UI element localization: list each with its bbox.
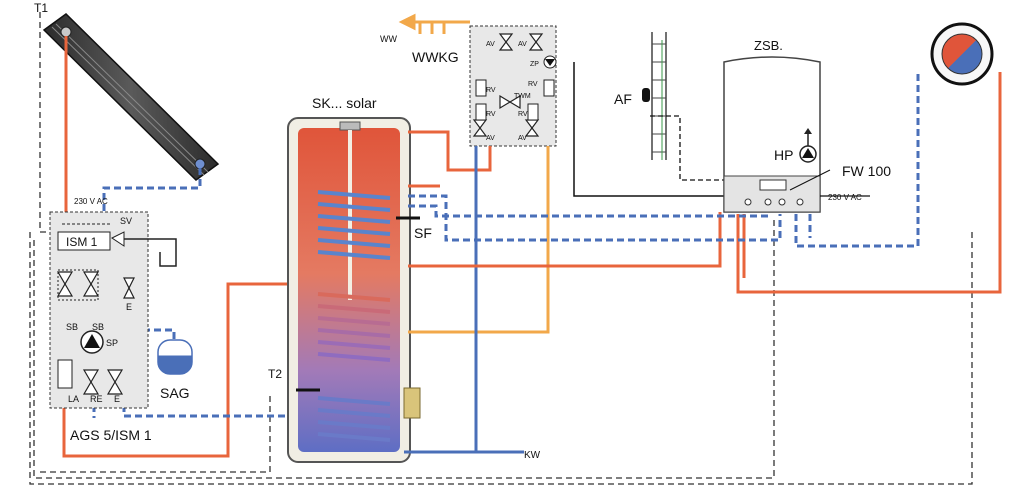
av-tr-label: AV — [518, 41, 527, 48]
solar-collector — [42, 13, 220, 181]
hot-water-outlet — [398, 13, 470, 34]
sag-vessel — [157, 339, 193, 375]
zsb-label: ZSB. — [754, 38, 783, 53]
la-label: LA — [68, 394, 79, 404]
boiler-zsb — [723, 56, 870, 213]
sb-right-label: SB — [92, 322, 104, 332]
heating-return-dashed — [408, 72, 920, 248]
rv-l1-label: RV — [486, 87, 496, 94]
fw100-label: FW 100 — [842, 163, 891, 179]
t1-label: T1 — [34, 1, 48, 15]
ags-voltage-label: 230 V AC — [74, 197, 108, 206]
rv-l2-label: RV — [486, 111, 496, 118]
hp-label: HP — [774, 147, 793, 163]
ism1-label: ISM 1 — [66, 235, 98, 249]
sv-label: SV — [120, 216, 132, 226]
twm-label: TWM — [514, 93, 531, 100]
e-upper-label: E — [126, 302, 132, 312]
ags-label: AGS 5/ISM 1 — [70, 427, 152, 443]
av-bl-label: AV — [486, 135, 495, 142]
rv-r-label: RV — [528, 81, 538, 88]
re-label: RE — [90, 394, 103, 404]
rv-r2-label: RV — [518, 111, 528, 118]
water-pipes — [404, 72, 1002, 454]
ww-label: WW — [380, 34, 397, 44]
sb-left-label: SB — [66, 322, 78, 332]
kw-label: KW — [524, 450, 541, 461]
sag-label: SAG — [160, 385, 190, 401]
outdoor-sensor — [642, 32, 724, 181]
zp-label: ZP — [530, 61, 539, 68]
zsb-voltage-label: 230 V AC — [828, 193, 862, 202]
sf-label: SF — [414, 225, 432, 241]
wwkg-control-wire — [573, 62, 724, 197]
t2-label: T2 — [268, 367, 282, 381]
tank-label: SK... solar — [312, 95, 377, 111]
storage-tank — [287, 117, 421, 463]
av-tl-label: AV — [486, 41, 495, 48]
ags-station: ISM 1 230 V AC SV E SB SB SP LA RE E — [49, 197, 177, 409]
af-label: AF — [614, 91, 632, 107]
sp-label: SP — [106, 338, 118, 348]
room-heater-unit — [930, 22, 994, 86]
wwkg-label: WWKG — [412, 49, 459, 65]
av-br-label: AV — [518, 135, 527, 142]
wwkg-module: AV AV ZP RV RV TWM RV RV AV AV — [469, 25, 557, 147]
e-lower-label: E — [114, 394, 120, 404]
